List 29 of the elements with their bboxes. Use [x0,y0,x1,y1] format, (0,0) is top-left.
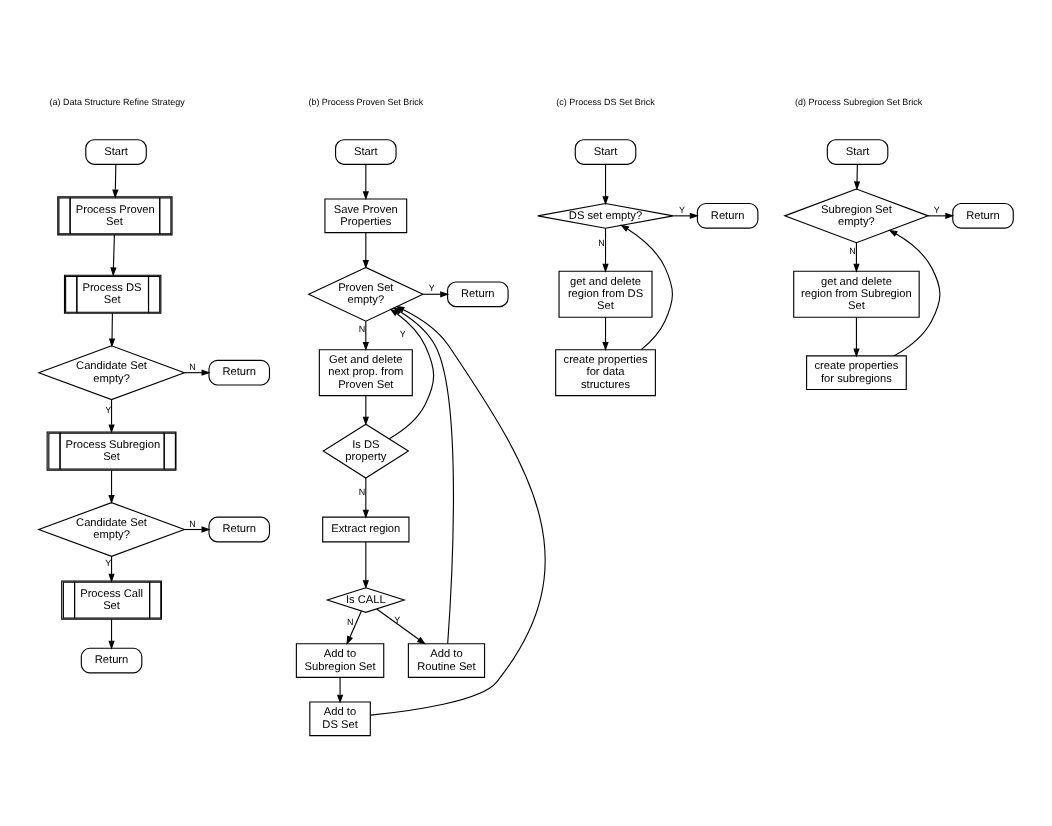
arrow [853,316,860,358]
arrow [110,234,117,277]
arrow [602,316,609,351]
arrow [362,163,369,201]
arrow [927,212,955,219]
arrow [388,308,435,440]
arrow [336,677,344,704]
arrow [108,469,115,505]
arrow [112,163,119,199]
arrow [392,307,454,644]
arrow [853,163,861,191]
arrow [362,477,369,519]
arrow [362,541,369,590]
arrow [602,163,609,206]
arrow [108,312,116,348]
arrow [376,608,426,645]
arrow [108,555,115,583]
arrow [362,232,369,269]
arrow [888,229,941,357]
arrow [346,610,362,646]
arrow [108,618,115,650]
arrow [853,242,860,273]
arrow [362,395,369,426]
arrow [108,399,115,434]
arrow [362,320,369,352]
arrow [370,305,546,716]
arrow [602,227,609,273]
arrow [672,212,699,219]
arrow [620,224,673,351]
